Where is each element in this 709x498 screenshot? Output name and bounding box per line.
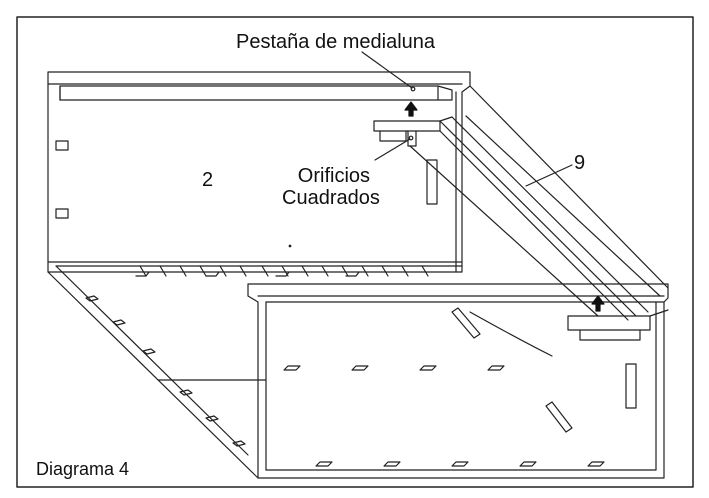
border (16, 16, 694, 488)
rail-part-9 (409, 85, 669, 321)
square-holes-label: Orificios Cuadrados (282, 166, 380, 208)
part-9-label: 9 (574, 152, 586, 174)
crescent-tab-label: Pestaña de medialuna (236, 31, 436, 53)
leader-crescent-tab (361, 51, 413, 89)
bottom-teeth (135, 265, 429, 277)
front-panel (247, 283, 669, 479)
leader-dot-crescent (410, 86, 416, 92)
part-2-label: 2 (202, 169, 214, 191)
lower-bracket (567, 309, 669, 341)
dot-mark (288, 244, 292, 248)
leader-part-9 (525, 164, 573, 187)
up-arrow-lower (591, 295, 605, 312)
back-panel (47, 71, 471, 273)
up-arrow-upper (404, 101, 418, 117)
floor-panel (47, 265, 267, 479)
leader-square-holes (374, 138, 411, 161)
square-holes-line2: Cuadrados (282, 187, 380, 209)
leader-dot-holes (408, 135, 414, 141)
square-holes-line1: Orificios (297, 165, 371, 187)
diagram-title: Diagrama 4 (36, 459, 130, 479)
